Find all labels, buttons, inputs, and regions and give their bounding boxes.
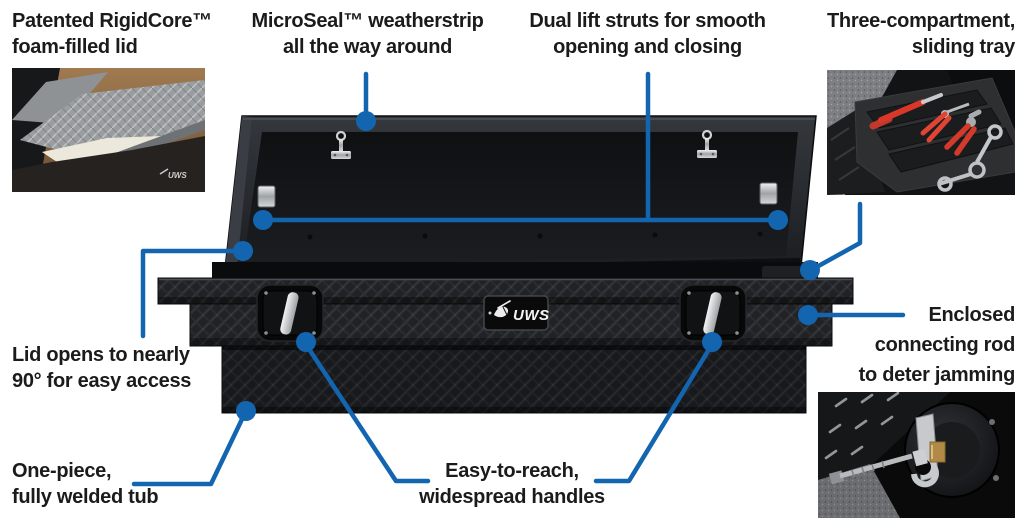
paddle-handle-left bbox=[256, 284, 324, 342]
label-line: to deter jamming bbox=[858, 364, 1016, 386]
callout-label-handles: Easy-to-reach, widespread handles bbox=[362, 458, 662, 510]
marlin-fish-icon bbox=[494, 300, 511, 318]
welded-tub bbox=[221, 344, 807, 414]
label-line: Enclosed bbox=[928, 304, 1015, 326]
uws-logo-badge: UWS bbox=[483, 295, 550, 331]
foam-core bbox=[42, 136, 162, 164]
label-line: MicroSeal™ weatherstrip bbox=[251, 10, 484, 32]
brass-fitting bbox=[929, 441, 946, 463]
label-line: opening and closing bbox=[553, 36, 742, 58]
label-line: widespread handles bbox=[419, 486, 605, 508]
leader-tub bbox=[131, 412, 247, 487]
callout-label-rod: Enclosed connecting rod to deter jamming bbox=[795, 300, 1016, 390]
callout-label-tub: One-piece, fully welded tub bbox=[12, 458, 159, 510]
label-line: sliding tray bbox=[911, 36, 1015, 58]
hinge-plate-icon bbox=[257, 182, 778, 208]
label-line: Dual lift struts for smooth bbox=[529, 10, 766, 32]
label-line: 90° for easy access bbox=[12, 370, 192, 392]
callout-label-microseal: MicroSeal™ weatherstrip all the way arou… bbox=[225, 8, 510, 60]
uws-logo-text: UWS bbox=[513, 307, 550, 324]
open-lid bbox=[223, 115, 817, 279]
label-line: foam-filled lid bbox=[12, 36, 138, 58]
callout-label-lid-opens: Lid opens to nearly 90° for easy access bbox=[12, 342, 191, 394]
label-line: Patented RigidCore™ bbox=[12, 10, 212, 32]
leader-dots bbox=[233, 111, 820, 421]
inset-photo-foam-lid: UWS bbox=[12, 68, 205, 192]
callout-label-rigidcore: Patented RigidCore™ foam-filled lid bbox=[12, 8, 212, 60]
label-line: Lid opens to nearly bbox=[12, 344, 190, 366]
leader-tray bbox=[810, 201, 863, 272]
inset-uws-logo-text: UWS bbox=[168, 171, 187, 180]
leader-handle-right bbox=[593, 343, 714, 484]
label-line: fully welded tub bbox=[12, 486, 159, 508]
callout-label-struts: Dual lift struts for smooth opening and … bbox=[495, 8, 800, 60]
label-line: all the way around bbox=[282, 36, 453, 58]
inset-photo-connecting-rod bbox=[818, 392, 1015, 518]
label-line: One-piece, bbox=[12, 460, 112, 482]
leader-lid-opens bbox=[140, 248, 241, 339]
label-line: Easy-to-reach, bbox=[445, 460, 579, 482]
label-line: Three-compartment, bbox=[827, 10, 1015, 32]
inset-photo-sliding-tray bbox=[827, 70, 1015, 195]
connecting-rod bbox=[828, 413, 946, 488]
tray-tools bbox=[869, 93, 1003, 192]
box-body: UWS bbox=[157, 262, 854, 414]
diamond-plate-studs bbox=[824, 392, 900, 460]
label-line: connecting rod bbox=[874, 334, 1016, 356]
callout-label-tray: Three-compartment, sliding tray bbox=[780, 8, 1015, 60]
lid-anchor-holes bbox=[307, 231, 763, 240]
leader-handle-left bbox=[304, 343, 431, 484]
latch-keeper-icon bbox=[331, 129, 717, 159]
